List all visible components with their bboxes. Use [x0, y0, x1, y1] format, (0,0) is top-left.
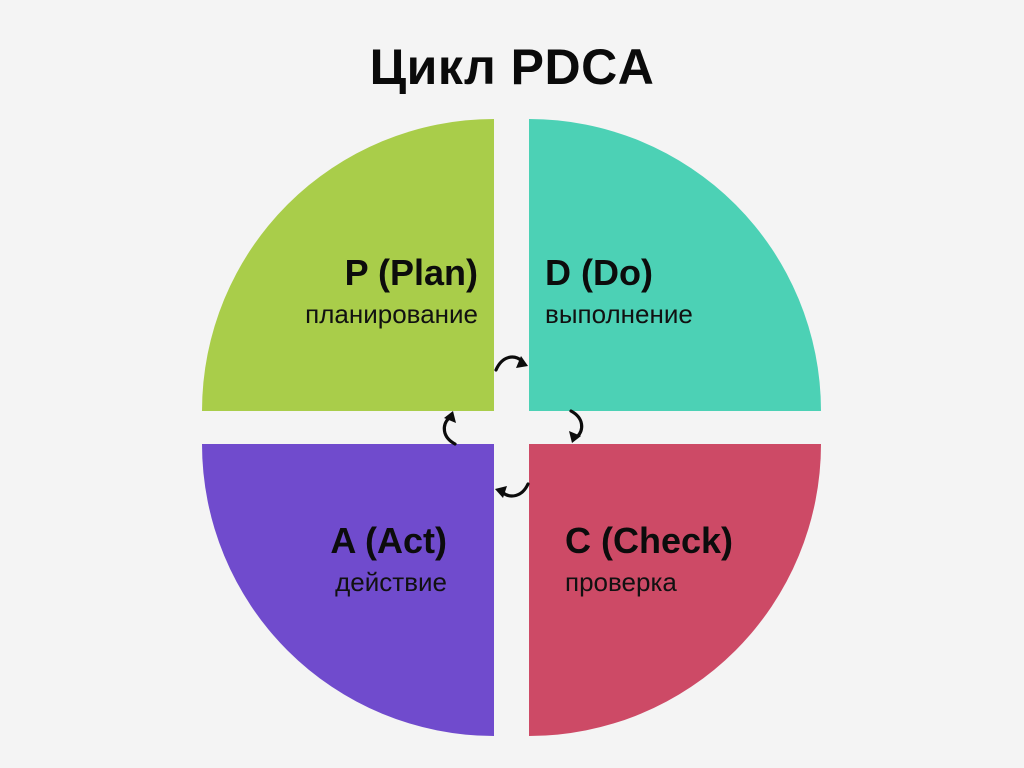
check-quadrant [529, 444, 821, 736]
plan-quadrant [202, 119, 494, 411]
plan-title: P (Plan) [345, 252, 478, 293]
page-title: Цикл PDCA [369, 39, 655, 95]
do-quadrant [529, 119, 821, 411]
act-subtitle: действие [335, 567, 447, 597]
act-title: A (Act) [330, 520, 447, 561]
arrow-do-to-check-icon [569, 409, 584, 443]
plan-subtitle: планирование [305, 299, 478, 329]
arrow-act-to-plan-icon [442, 411, 457, 446]
arrow-plan-to-do-icon [494, 355, 528, 372]
do-subtitle: выполнение [545, 299, 693, 329]
do-title: D (Do) [545, 252, 653, 293]
check-title: C (Check) [565, 520, 733, 561]
check-subtitle: проверка [565, 567, 677, 597]
act-quadrant [202, 444, 494, 736]
arrow-check-to-act-icon [495, 482, 530, 498]
